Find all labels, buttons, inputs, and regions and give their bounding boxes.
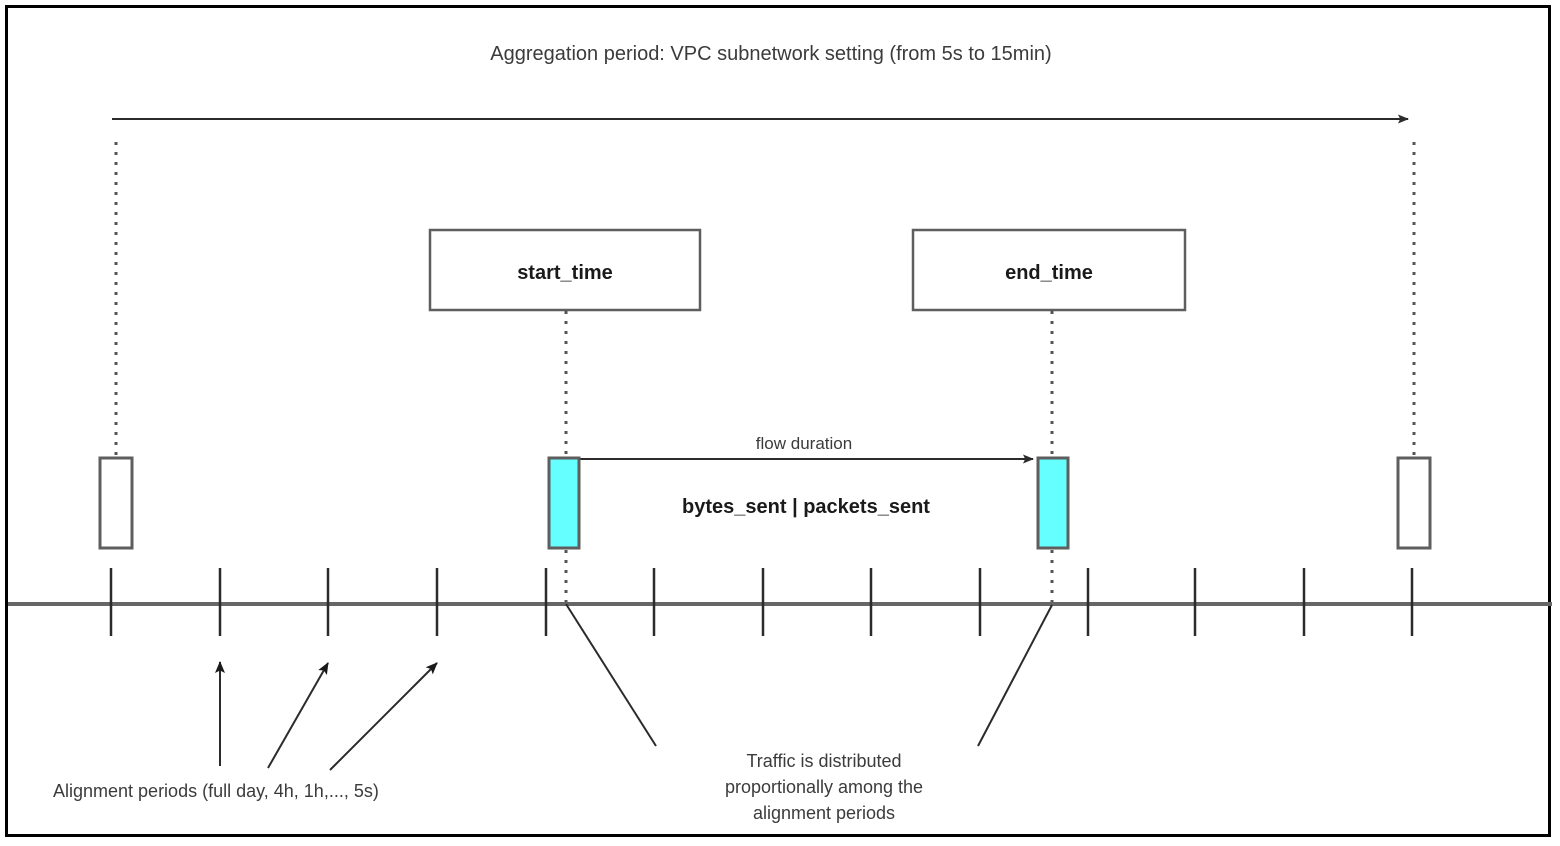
end-time-box: end_time (911, 228, 1187, 312)
alignment-periods-note: Alignment periods (full day, 4h, 1h,...,… (53, 781, 379, 801)
aggregation-boundary-marker-left (98, 456, 134, 550)
diagram-frame (5, 5, 1551, 837)
flow-end-marker (1036, 456, 1070, 550)
distribution-leader-left (565, 603, 657, 747)
end-time-box-rect (911, 228, 1187, 312)
alignment-period-ticks (109, 568, 1414, 636)
start-time-box: start_time (428, 228, 702, 312)
distribution-note-line1: Traffic is distributed (746, 751, 901, 771)
start-time-box-rect (428, 228, 702, 312)
distribution-note-line2: proportionally among the (725, 777, 923, 797)
flow-start-marker (547, 456, 581, 550)
flow-duration-label: flow duration (756, 434, 852, 453)
distribution-note: Traffic is distributed proportionally am… (725, 751, 923, 823)
metrics-label: bytes_sent | packets_sent (682, 496, 930, 518)
aggregation-boundary-marker-right (1396, 456, 1432, 550)
end-time-box-label: end_time (1005, 262, 1093, 284)
alignment-periods-callout-arrows (215, 661, 438, 771)
alignment-arrow-diagonal-2 (329, 662, 438, 771)
page-title: Aggregation period: VPC subnetwork setti… (490, 43, 1051, 65)
distribution-note-line3: alignment periods (753, 803, 895, 823)
distribution-leader-right (977, 604, 1053, 747)
start-time-box-label: start_time (517, 262, 613, 284)
alignment-arrow-diagonal-1 (267, 662, 329, 769)
